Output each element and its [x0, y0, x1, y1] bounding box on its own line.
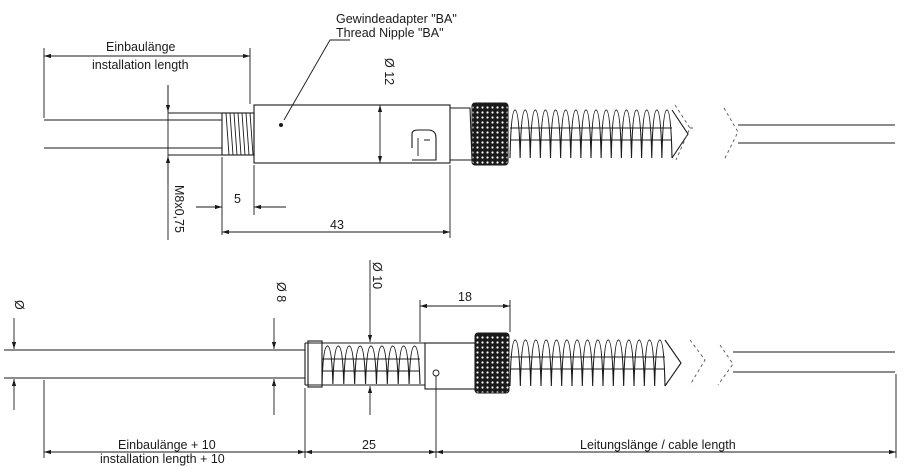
diameter-12-label: Ø 12	[382, 58, 396, 86]
dim-5-label: 5	[234, 192, 241, 206]
cable-top	[738, 124, 895, 144]
dim-18-label: 18	[458, 290, 472, 304]
dim-43-label: 43	[330, 218, 344, 232]
spring-bottom-right	[509, 339, 682, 387]
thread-m8-label: M8x0,75	[172, 185, 186, 233]
install-plus-en-label: installation length + 10	[100, 452, 225, 466]
adapter-en-label: Thread Nipple "BA"	[336, 26, 444, 40]
bottom-sensor-view	[4, 260, 897, 458]
diameter-8-label: Ø 8	[274, 282, 288, 303]
knurled-nut-bottom	[474, 332, 510, 394]
install-plus-de-label: Einbaulänge + 10	[118, 438, 216, 452]
spring-top	[509, 109, 689, 159]
clip-icon	[411, 129, 437, 161]
dim-25-label: 25	[362, 438, 376, 452]
adapter-de-label: Gewindeadapter "BA"	[336, 12, 457, 26]
adapter-body	[253, 104, 451, 164]
diameter-left-label: Ø	[12, 300, 26, 310]
install-length-de-label: Einbaulänge	[106, 40, 176, 54]
knurled-nut-top	[471, 102, 509, 166]
spring-bottom-left	[321, 345, 421, 385]
cable-bottom	[733, 351, 895, 373]
cable-length-label: Leitungslänge / cable length	[580, 438, 736, 452]
install-length-en-label: installation length	[92, 58, 189, 72]
diameter-10-label: Ø 10	[370, 262, 384, 290]
adapter-bottom	[424, 342, 476, 390]
probe-rod-bottom	[44, 349, 305, 379]
probe-rod-top	[44, 119, 222, 149]
top-sensor-view	[43, 39, 895, 240]
